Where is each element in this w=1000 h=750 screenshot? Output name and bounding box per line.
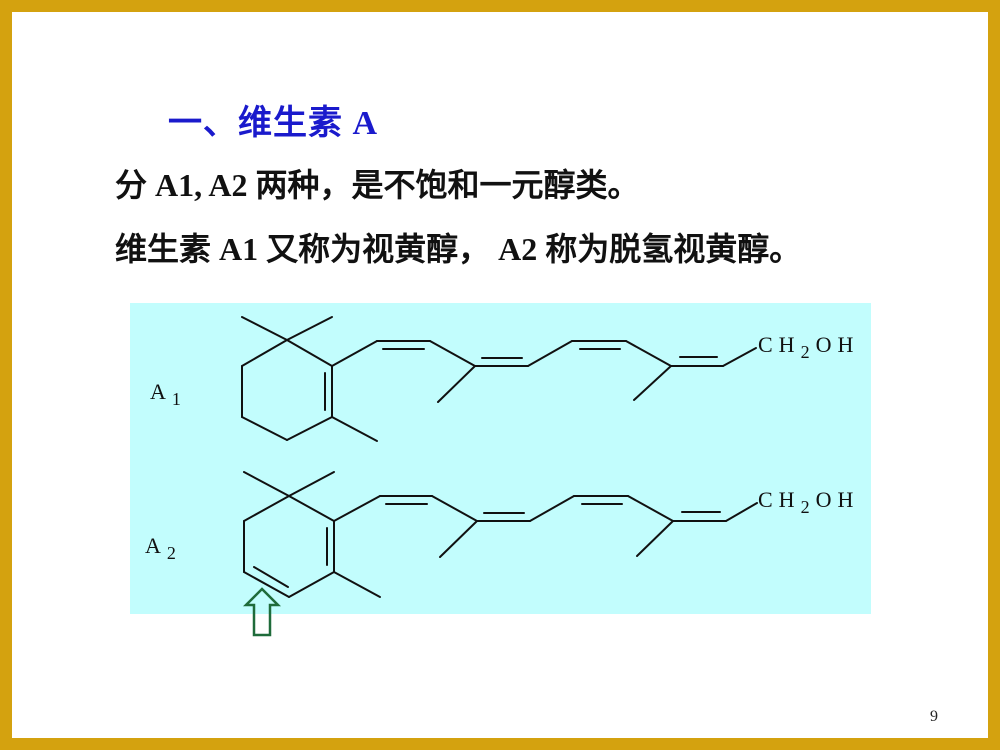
a2-ch2oh-group: CH2OH [758,487,859,517]
up-arrow-icon [242,587,282,637]
page-number: 9 [930,708,938,725]
a1-ch2oh-group: CH2OH [758,332,859,362]
a2-structure [243,471,758,598]
body-line-2: 维生素 A1 又称为视黄醇， A2 称为脱氢视黄醇。 [115,231,802,267]
section-title: 一、维生素 A [168,105,379,142]
a1-label: A1 [150,379,187,409]
body-line-1: 分 A1, A2 两种，是不饱和一元醇类。 [115,167,640,203]
a1-structure [241,316,757,442]
a2-label: A2 [145,533,182,563]
structure-panel [130,303,871,614]
